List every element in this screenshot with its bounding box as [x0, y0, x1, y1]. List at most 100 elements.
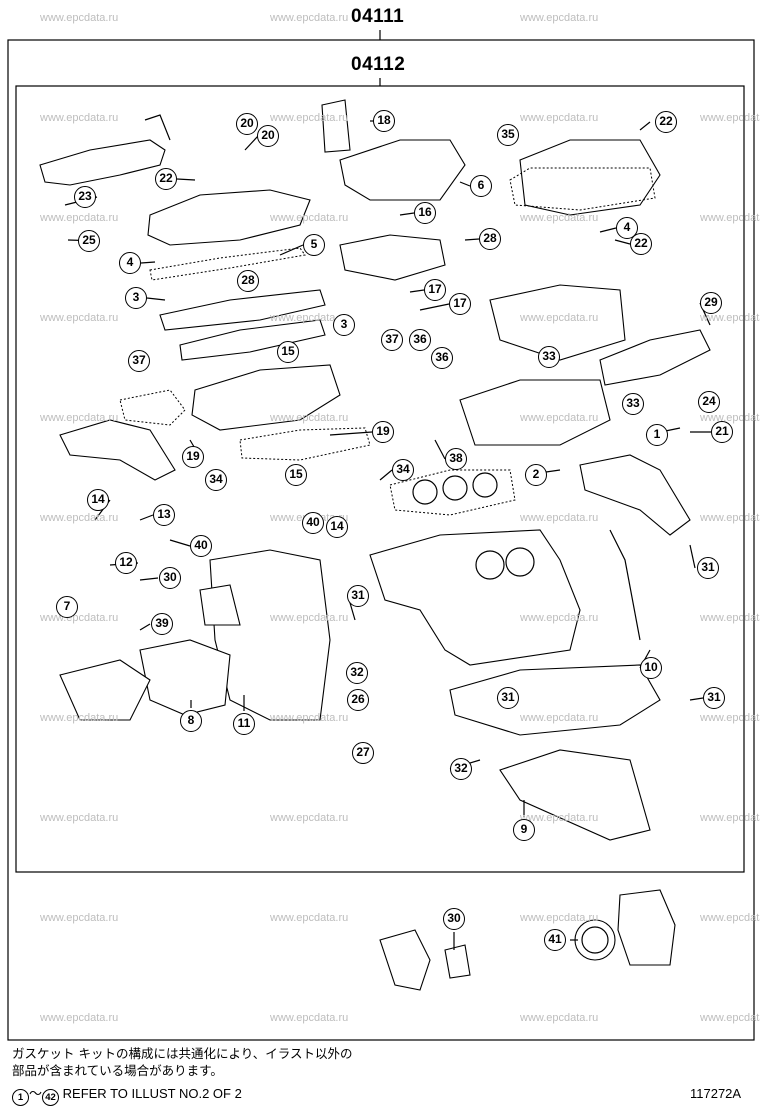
- watermark: www.epcdata.ru: [270, 1012, 349, 1024]
- callout-17: 17: [424, 279, 446, 301]
- ref-end-callout: 42: [42, 1089, 60, 1106]
- watermark: www.epcdata.ru: [700, 212, 760, 224]
- watermark: www.epcdata.ru: [700, 112, 760, 124]
- refer-note: 1～42 REFER TO ILLUST NO.2 OF 2: [12, 1083, 242, 1106]
- callout-11: 11: [233, 713, 255, 735]
- watermark: www.epcdata.ru: [40, 812, 119, 824]
- callout-32: 32: [346, 662, 368, 684]
- callout-37: 37: [128, 350, 150, 372]
- leader-line: [599, 227, 617, 233]
- head-cover-left: [147, 189, 311, 246]
- watermark: www.epcdata.ru: [270, 612, 349, 624]
- bore-3: [472, 472, 498, 498]
- watermark: www.epcdata.ru: [520, 1012, 599, 1024]
- callout-22: 22: [655, 111, 677, 133]
- callout-28: 28: [479, 228, 501, 250]
- watermark: www.epcdata.ru: [700, 1012, 760, 1024]
- cover-gasket-left: [149, 247, 306, 281]
- leader-line: [434, 439, 446, 460]
- callout-31: 31: [703, 687, 725, 709]
- exhaust-right: [579, 454, 691, 536]
- watermark: www.epcdata.ru: [520, 12, 599, 24]
- watermark: www.epcdata.ru: [520, 212, 599, 224]
- illustration-code: 117272A: [690, 1086, 742, 1101]
- callout-4: 4: [119, 252, 141, 274]
- oil-pan-lower: [499, 749, 651, 841]
- head-cover-right: [519, 139, 661, 216]
- watermark: www.epcdata.ru: [40, 912, 119, 924]
- ref-tilde: ～: [29, 1086, 43, 1101]
- cylinder-head-right: [459, 379, 611, 446]
- dipstick: [609, 529, 641, 641]
- leader-line: [419, 303, 450, 311]
- callout-15: 15: [277, 341, 299, 363]
- leader-line: [689, 544, 696, 569]
- oil-pan-upper: [449, 664, 661, 736]
- callout-31: 31: [697, 557, 719, 579]
- group-code-inner: 04112: [351, 54, 406, 75]
- kit-note-line-2: 部品が含まれている場合があります。: [12, 1063, 223, 1078]
- callout-17: 17: [449, 293, 471, 315]
- bore-1: [412, 479, 438, 505]
- watermark: www.epcdata.ru: [40, 612, 119, 624]
- block-bore-2: [505, 547, 535, 577]
- head-gasket-right: [389, 469, 516, 516]
- callout-14: 14: [87, 489, 109, 511]
- outer-frame: [7, 39, 755, 1041]
- manifold-right: [489, 284, 626, 361]
- watermark: www.epcdata.ru: [700, 512, 760, 524]
- cover-gasket-right: [509, 167, 656, 211]
- head-gasket-left: [239, 427, 371, 461]
- callout-18: 18: [373, 110, 395, 132]
- leader-line: [379, 469, 393, 481]
- callout-8: 8: [180, 710, 202, 732]
- fuel-rail-right: [599, 329, 711, 386]
- watermark: www.epcdata.ru: [700, 312, 760, 324]
- watermark: www.epcdata.ru: [700, 612, 760, 624]
- leader-line: [459, 181, 471, 187]
- watermark: www.epcdata.ru: [40, 512, 119, 524]
- timing-cover: [209, 549, 331, 721]
- leader-line: [409, 289, 425, 293]
- callout-31: 31: [347, 585, 369, 607]
- rear-plate: [617, 889, 676, 966]
- watermark: www.epcdata.ru: [40, 112, 119, 124]
- callout-35: 35: [497, 124, 519, 146]
- callout-22: 22: [630, 233, 652, 255]
- leader-line: [614, 239, 631, 245]
- watermark: www.epcdata.ru: [520, 912, 599, 924]
- callout-23: 23: [74, 186, 96, 208]
- manifold-gasket-left: [179, 319, 326, 361]
- exhaust-left: [59, 419, 176, 481]
- callout-37: 37: [381, 329, 403, 351]
- bore-2: [442, 475, 468, 501]
- leader-line: [169, 539, 191, 547]
- callout-12: 12: [115, 552, 137, 574]
- watermark: www.epcdata.ru: [270, 912, 349, 924]
- callout-36: 36: [431, 347, 453, 369]
- intake-plenum: [339, 139, 466, 201]
- cylinder-head-left: [191, 364, 341, 431]
- watermark: www.epcdata.ru: [520, 812, 599, 824]
- watermark: www.epcdata.ru: [40, 712, 119, 724]
- watermark: www.epcdata.ru: [270, 712, 349, 724]
- callout-28: 28: [237, 270, 259, 292]
- water-pump: [139, 639, 231, 716]
- callout-13: 13: [153, 504, 175, 526]
- leader-line: [464, 238, 480, 241]
- callout-9: 9: [513, 819, 535, 841]
- throttle-body: [321, 99, 351, 153]
- exhaust-gasket-left: [119, 389, 186, 426]
- watermark: www.epcdata.ru: [520, 112, 599, 124]
- callout-14: 14: [326, 516, 348, 538]
- callout-31: 31: [497, 687, 519, 709]
- callout-27: 27: [352, 742, 374, 764]
- callout-25: 25: [78, 230, 100, 252]
- callout-30: 30: [443, 908, 465, 930]
- callout-16: 16: [414, 202, 436, 224]
- leader-line: [639, 121, 651, 131]
- callout-33: 33: [622, 393, 644, 415]
- callout-3: 3: [333, 314, 355, 336]
